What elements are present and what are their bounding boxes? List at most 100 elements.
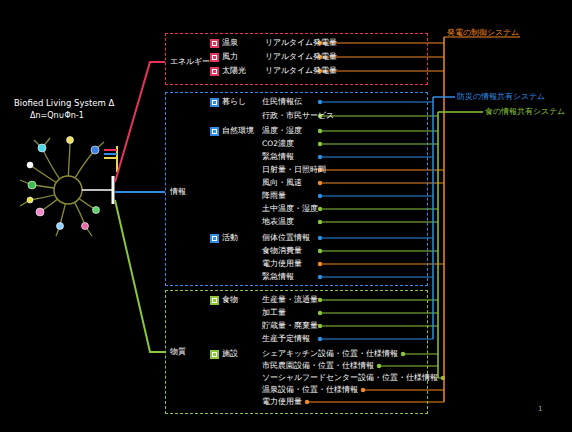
leader-dot bbox=[318, 324, 322, 328]
category-name: 風力 bbox=[222, 53, 238, 61]
tree-node bbox=[27, 162, 33, 168]
info-branch bbox=[115, 191, 165, 193]
system-line bbox=[432, 97, 434, 339]
item-text: リアルタイム発電量 bbox=[265, 67, 337, 75]
icon-mark bbox=[212, 129, 217, 134]
leader-line bbox=[320, 43, 444, 44]
tree-nodes bbox=[27, 137, 100, 230]
page-number: 1 bbox=[538, 406, 542, 413]
leader-dot bbox=[401, 352, 405, 356]
leader-line bbox=[320, 277, 433, 278]
leader-line bbox=[320, 238, 433, 239]
category-icon bbox=[210, 98, 219, 107]
leader-line bbox=[320, 157, 433, 158]
matter-branch bbox=[115, 200, 165, 352]
tree-node bbox=[91, 146, 99, 154]
item-text: 生産量・流通量 bbox=[262, 296, 318, 304]
category-name: 食物 bbox=[222, 296, 238, 304]
system-label: 食の情報共有システム bbox=[485, 108, 565, 116]
leader-line bbox=[320, 222, 438, 223]
leader-dot bbox=[318, 155, 322, 159]
leader-dot bbox=[318, 142, 322, 146]
leader-dot bbox=[318, 298, 322, 302]
item-text: 個体位置情報 bbox=[262, 234, 310, 242]
tree-node bbox=[28, 181, 36, 189]
tick-line bbox=[104, 157, 117, 159]
category-icon bbox=[210, 67, 219, 76]
category-icon bbox=[210, 350, 219, 359]
icon-mark bbox=[212, 55, 217, 60]
item-text: 温度・湿度 bbox=[262, 127, 302, 135]
group-heading: 情報 bbox=[170, 188, 186, 196]
category-icon bbox=[210, 234, 219, 243]
item-text: CO2濃度 bbox=[262, 140, 294, 148]
leader-dot bbox=[318, 129, 322, 133]
leader-dot bbox=[318, 100, 322, 104]
leader-line bbox=[320, 116, 438, 117]
leader-line bbox=[320, 102, 433, 103]
category-name: 太陽光 bbox=[222, 67, 246, 75]
system-line bbox=[433, 96, 455, 98]
tree-node bbox=[82, 223, 89, 230]
leader-line bbox=[363, 390, 444, 391]
leader-dot bbox=[318, 262, 322, 266]
leader-dot bbox=[318, 207, 322, 211]
item-text: 日射量・日照時間 bbox=[262, 166, 326, 174]
leader-dot bbox=[318, 236, 322, 240]
icon-mark bbox=[212, 100, 217, 105]
tree-node bbox=[27, 197, 33, 203]
trunk-bar bbox=[112, 176, 115, 204]
trunk-line bbox=[82, 189, 112, 191]
group-box: 情報暮らし住民情報伝行政・市民サービス自然環境温度・湿度CO2濃度緊急情報日射量… bbox=[165, 92, 428, 286]
tree-node bbox=[93, 207, 100, 214]
group-box: エネルギー温泉リアルタイム発電量風力リアルタイム発電量太陽光リアルタイム発電量 bbox=[165, 33, 428, 85]
system-line bbox=[437, 112, 439, 378]
item-text: 地表温度 bbox=[262, 218, 294, 226]
tree-node bbox=[67, 137, 74, 144]
tree-node bbox=[36, 208, 44, 216]
icon-mark bbox=[212, 298, 217, 303]
formula-label: Δn=Qn∪Φn-1 bbox=[30, 112, 84, 120]
category-name: 活動 bbox=[222, 234, 238, 242]
leader-line bbox=[320, 57, 444, 58]
twigs bbox=[20, 138, 104, 236]
core-circle bbox=[54, 176, 82, 204]
icon-mark bbox=[212, 69, 217, 74]
category-icon bbox=[210, 296, 219, 305]
leader-line bbox=[403, 354, 438, 355]
item-text: 土中温度・湿度 bbox=[262, 205, 318, 213]
leader-dot bbox=[361, 388, 365, 392]
group-box: 物質食物生産量・流通量加工量貯蔵量・廃棄量生産予定情報施設シェアキッチン設備・位… bbox=[165, 290, 428, 414]
tree-branches bbox=[20, 138, 104, 236]
leader-line bbox=[320, 71, 444, 72]
system-line bbox=[443, 37, 445, 402]
item-text: リアルタイム発電量 bbox=[265, 53, 337, 61]
leader-line bbox=[320, 300, 438, 301]
leader-line bbox=[320, 326, 438, 327]
leader-line bbox=[320, 131, 438, 132]
item-text: 電力使用量 bbox=[262, 260, 302, 268]
tree-node bbox=[38, 144, 46, 152]
item-text: ソーシャルフードセンター設備・位置・仕様情報 bbox=[262, 374, 438, 382]
category-icon bbox=[210, 127, 219, 136]
tick-line bbox=[104, 149, 117, 151]
leader-dot bbox=[318, 337, 322, 341]
item-text: 市民農園設備・位置・仕様情報 bbox=[262, 362, 374, 370]
category-icon bbox=[210, 39, 219, 48]
tree-node bbox=[57, 223, 64, 230]
group-heading: 物質 bbox=[170, 348, 186, 356]
item-text: リアルタイム発電量 bbox=[265, 39, 337, 47]
item-text: 温泉設備・位置・仕様情報 bbox=[262, 386, 358, 394]
item-text: 住民情報伝 bbox=[262, 98, 302, 106]
system-label: 防災の情報共有システム bbox=[457, 93, 545, 101]
leader-dot bbox=[318, 249, 322, 253]
item-text: 行政・市民サービス bbox=[262, 112, 334, 120]
tick-line bbox=[104, 153, 117, 155]
item-text: 食物消費量 bbox=[262, 247, 302, 255]
category-name: 暮らし bbox=[222, 98, 246, 106]
leader-dot bbox=[318, 311, 322, 315]
leader-line bbox=[307, 402, 444, 403]
energy-branch bbox=[115, 62, 165, 182]
leader-line bbox=[379, 366, 438, 367]
